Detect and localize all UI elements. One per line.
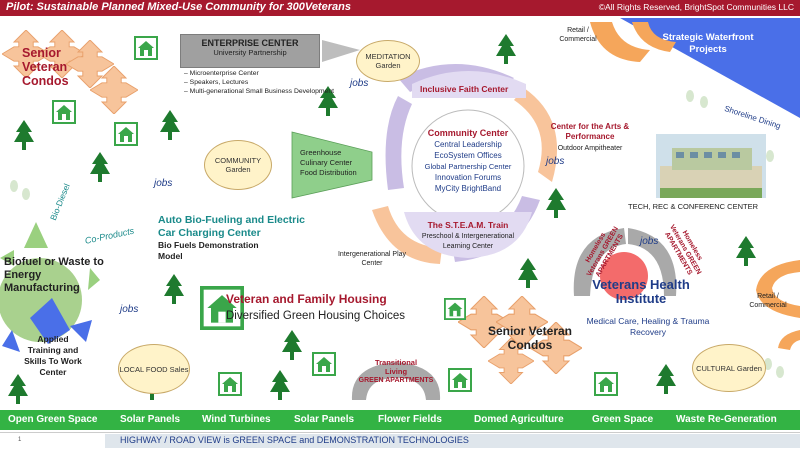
applied-training-center: Applied Training and Skills To Work Cent… bbox=[24, 334, 82, 377]
tech-rec-conference-center: TECH, REC & CONFERENC CENTER bbox=[628, 202, 759, 211]
arts-title: Center for the Arts & Performance bbox=[550, 122, 630, 141]
health-institute-sub: Medical Care, Healing & Trauma Recovery bbox=[586, 316, 710, 337]
greenhouse-line: Food Distribution bbox=[300, 168, 357, 177]
green-bar-item: Waste Re-Generation bbox=[676, 414, 777, 425]
greenhouse-line: Culinary Center bbox=[300, 158, 353, 167]
green-space-bar bbox=[0, 410, 800, 430]
retail-commercial-top: Retail / Commercial bbox=[559, 27, 597, 43]
cc-line: EcoSystem Offices bbox=[434, 151, 502, 160]
biofuel-manufacturing: Biofuel or Waste to Energy Manufacturing bbox=[4, 256, 104, 294]
auto-sub: Bio Fuels Demonstration Model bbox=[158, 240, 259, 261]
highway-strip bbox=[105, 434, 800, 448]
green-bar-item: Open Green Space bbox=[8, 414, 98, 425]
inclusive-faith-center: Inclusive Faith Center bbox=[420, 84, 509, 94]
page-number: 1 bbox=[18, 437, 22, 443]
highway-caption: HIGHWAY / ROAD VIEW is GREEN SPACE and D… bbox=[120, 435, 469, 445]
enterprise-bullets: – Microenterprise Center – Speakers, Lec… bbox=[184, 70, 334, 96]
greenhouse-shape bbox=[291, 131, 373, 199]
intergenerational-play-center: Intergenerational Play Center bbox=[337, 251, 407, 267]
green-bar-item: Solar Panels bbox=[294, 414, 355, 425]
community-center-title: Community Center bbox=[427, 128, 509, 138]
cc-line: Innovation Forums bbox=[434, 173, 502, 182]
enterprise-title: ENTERPRISE CENTER bbox=[201, 38, 299, 48]
enterprise-bullet: Multi-generational Small Business Develo… bbox=[189, 88, 334, 96]
auto-bio-fueling: Auto Bio-Fueling and Electric Car Chargi… bbox=[158, 214, 308, 262]
title-bar: Pilot: Sustainable Planned Mixed-Use Com… bbox=[0, 0, 800, 16]
green-bar-item: Green Space bbox=[592, 414, 654, 425]
greenhouse-label: Greenhouse Culinary Center Food Distribu… bbox=[300, 148, 357, 178]
enterprise-bullet: Microenterprise Center bbox=[189, 70, 259, 77]
green-housing-choices: Diversified Green Housing Choices bbox=[226, 310, 405, 322]
cc-line: Global Partnership Center bbox=[424, 162, 512, 171]
senior-condos-bottom-label: Senior Veteran Condos bbox=[487, 324, 573, 352]
transitional-title: Transitional Living bbox=[374, 358, 418, 376]
auto-title: Auto Bio-Fueling and Electric Car Chargi… bbox=[158, 214, 306, 239]
strategic-waterfront-projects: Strategic Waterfront Projects bbox=[662, 32, 754, 55]
green-bar-item: Flower Fields bbox=[378, 414, 442, 425]
veteran-family-housing: Veteran and Family Housing bbox=[226, 292, 387, 306]
steam-train: The S.T.E.A.M. Train Preschool & Interge… bbox=[410, 220, 526, 252]
arts-sub: Outdoor Ampitheater bbox=[557, 145, 623, 152]
jobs-label: jobs bbox=[640, 236, 659, 247]
community-center: Community Center Central Leadership EcoS… bbox=[412, 128, 524, 194]
veterans-health-institute: Veterans Health Institute bbox=[592, 277, 690, 306]
transitional-living: Transitional Living GREEN APARTMENTS bbox=[358, 358, 434, 385]
community-garden: COMMUNITY Garden bbox=[204, 140, 272, 190]
cc-line: Central Leadership bbox=[434, 140, 502, 149]
transitional-sub: GREEN APARTMENTS bbox=[358, 377, 434, 384]
local-food-sales: LOCAL FOOD Sales bbox=[118, 344, 190, 394]
green-bar-item: Wind Turbines bbox=[202, 414, 271, 425]
senior-condos-top-label: Senior Veteran Condos bbox=[22, 46, 69, 88]
enterprise-bullet: Speakers, Lectures bbox=[189, 79, 249, 87]
green-bar-item: Domed Agriculture bbox=[474, 414, 564, 425]
greenhouse-line: Greenhouse bbox=[300, 148, 342, 157]
steam-line: Preschool & Intergenerational bbox=[421, 233, 515, 240]
enterprise-center-box: ENTERPRISE CENTER University Partnership bbox=[180, 34, 320, 68]
green-bar-item: Solar Panels bbox=[120, 414, 181, 425]
retail-commercial-right: Retail / Commercial bbox=[749, 293, 787, 309]
steam-title: The S.T.E.A.M. Train bbox=[427, 220, 509, 230]
cc-line: MyCity BrightBand bbox=[434, 184, 502, 193]
copyright: ©All Rights Reserved, BrightSpot Communi… bbox=[598, 2, 794, 12]
jobs-label: jobs bbox=[120, 304, 139, 315]
steam-line: Learning Center bbox=[442, 243, 494, 250]
jobs-label: jobs bbox=[350, 78, 369, 89]
meditation-garden: MEDITATION Garden bbox=[356, 40, 420, 82]
jobs-label: jobs bbox=[546, 156, 565, 167]
arts-center: Center for the Arts & Performance Outdoo… bbox=[538, 122, 642, 154]
jobs-label: jobs bbox=[154, 178, 173, 189]
cultural-garden: CULTURAL Garden bbox=[692, 344, 766, 392]
enterprise-subtitle: University Partnership bbox=[213, 48, 287, 57]
page-title: Pilot: Sustainable Planned Mixed-Use Com… bbox=[6, 1, 351, 13]
